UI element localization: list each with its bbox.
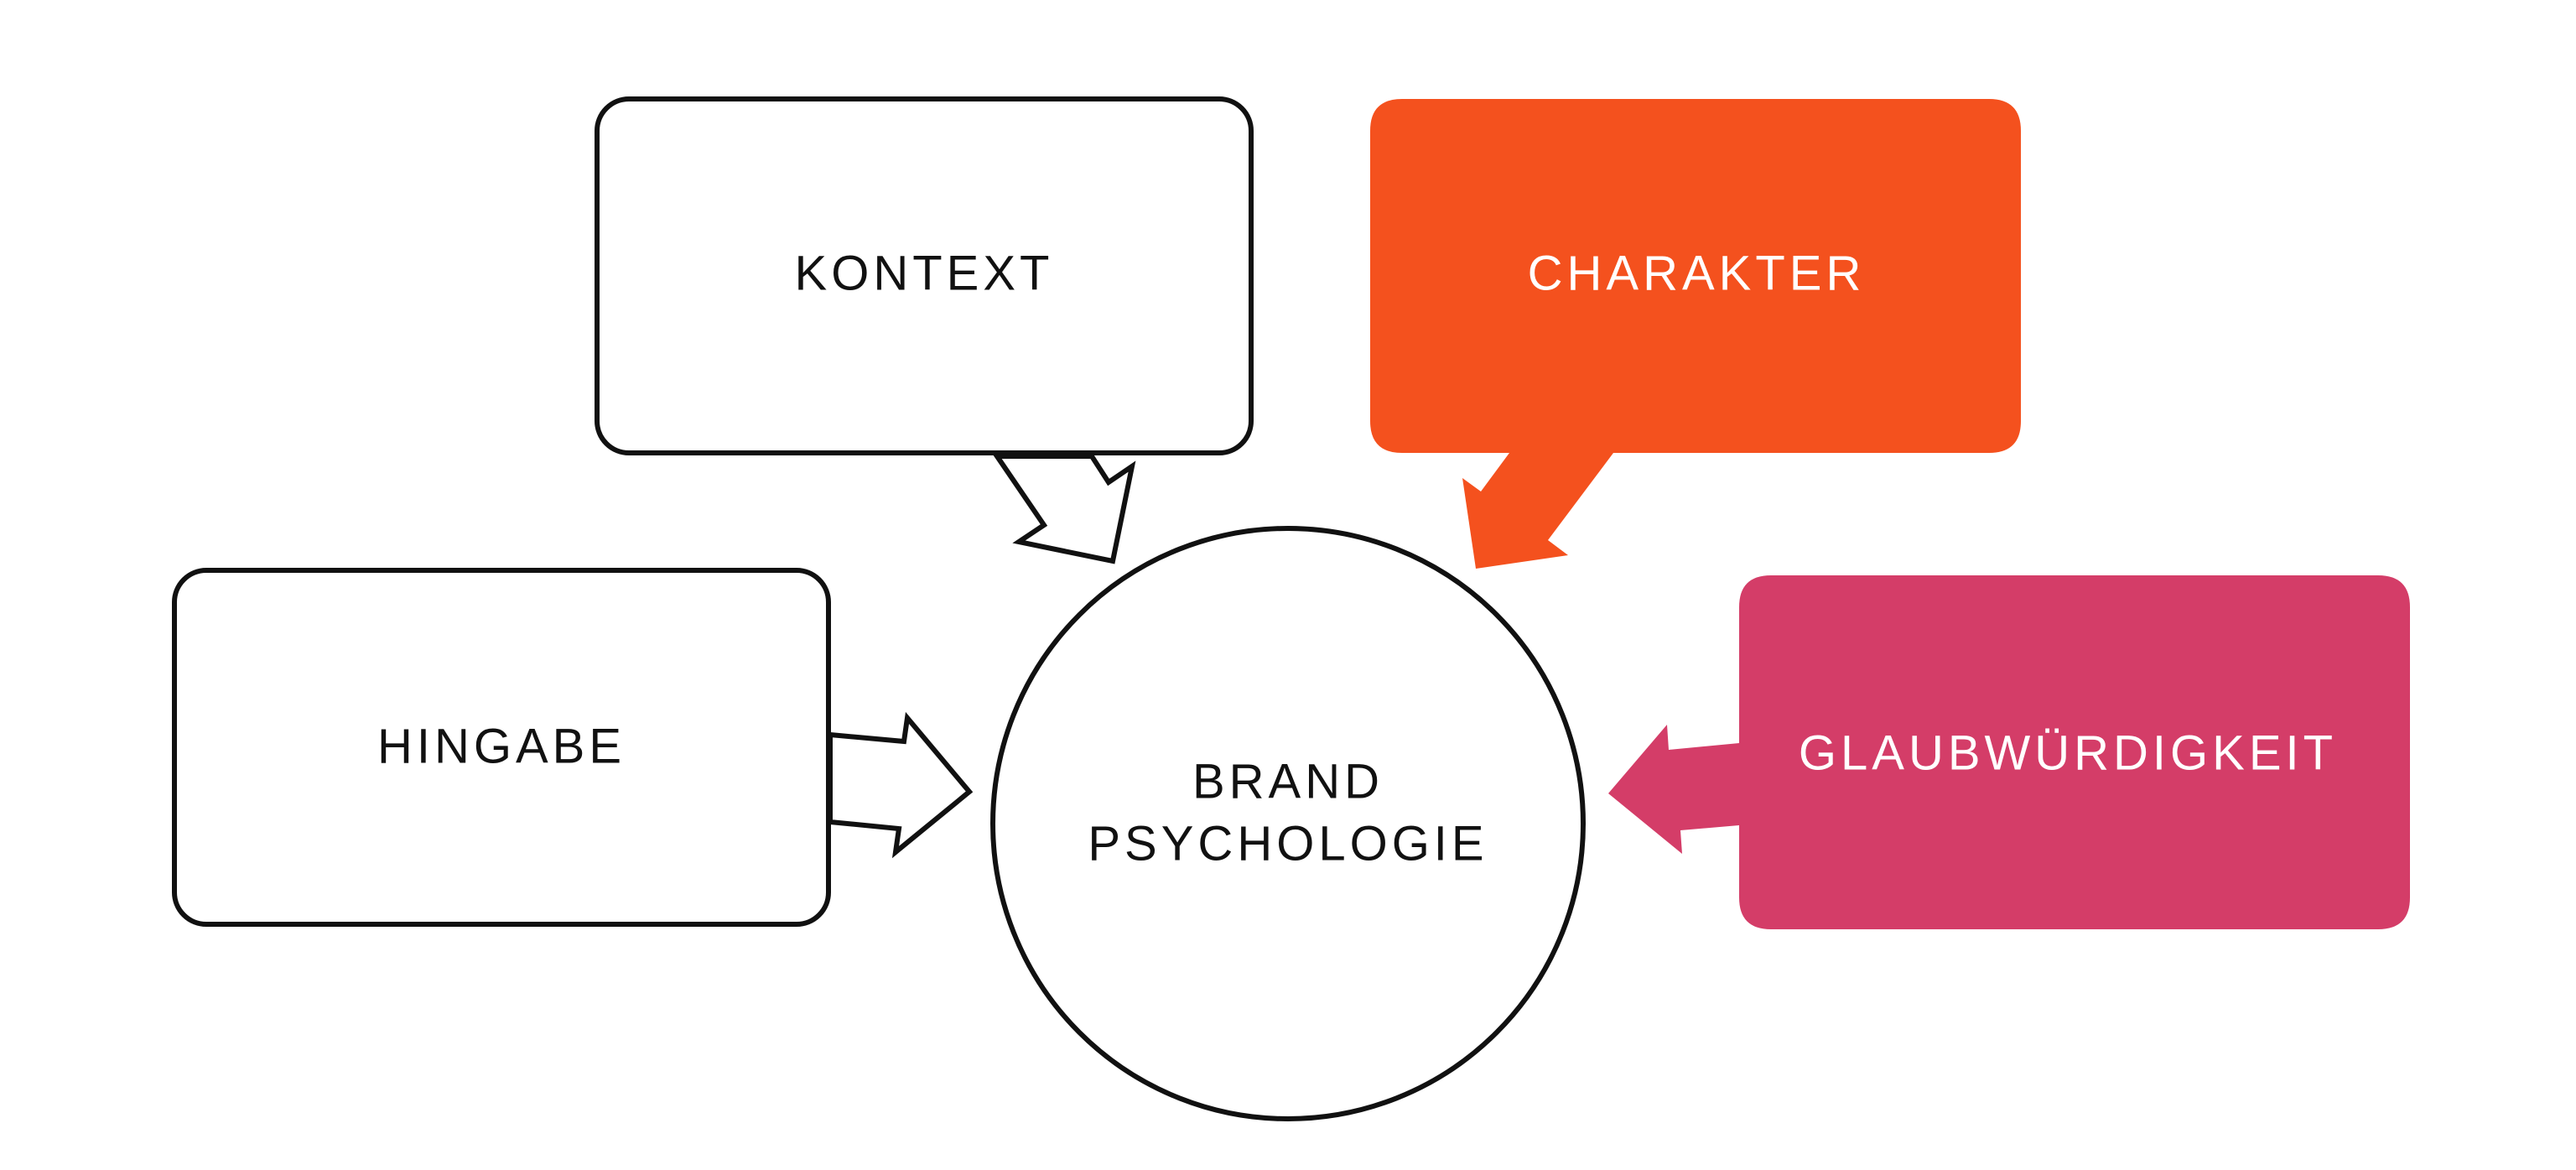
glaubwuerdigkeit-box	[1608, 575, 2410, 929]
hingabe-arrow	[828, 711, 974, 859]
kontext-arrow	[992, 454, 1136, 564]
center-label-line1: BRAND	[1192, 754, 1384, 809]
hingabe-box: HINGABE	[172, 568, 831, 927]
brand-psychologie-circle: BRAND PSYCHOLOGIE	[990, 526, 1586, 1121]
hingabe-label: HINGABE	[377, 719, 626, 773]
charakter-label: CHARAKTER	[1528, 246, 1866, 300]
glaubwuerdigkeit-label: GLAUBWÜRDIGKEIT	[1799, 725, 2337, 780]
center-label-line2: PSYCHOLOGIE	[1088, 816, 1488, 871]
charakter-box	[1370, 99, 2021, 569]
kontext-box: KONTEXT	[595, 96, 1254, 455]
kontext-label: KONTEXT	[795, 246, 1054, 300]
